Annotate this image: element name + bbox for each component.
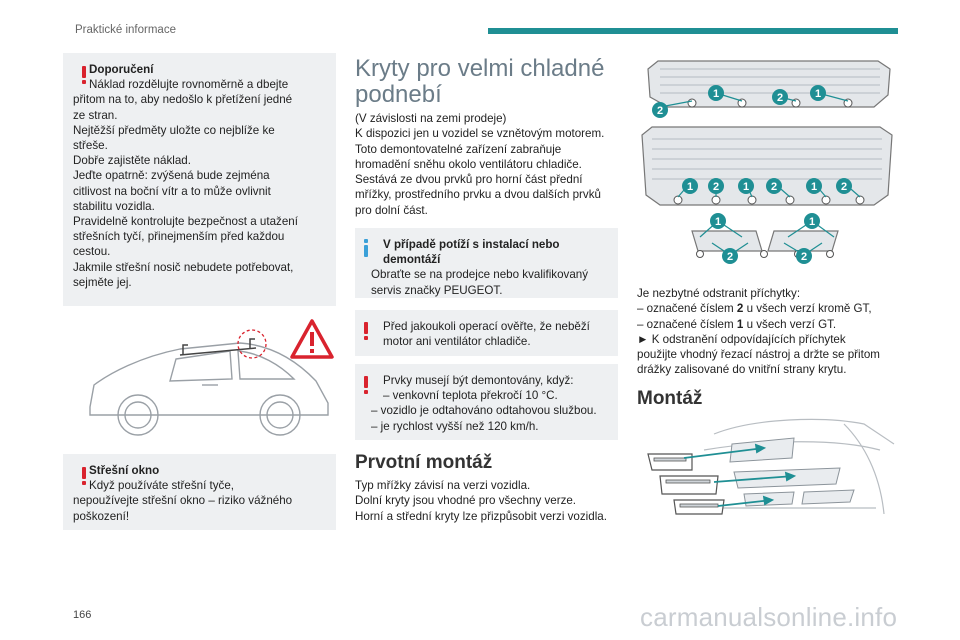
recommendation-line: citlivost na boční vítr a to může ovlivn… xyxy=(73,184,271,198)
clips-item: – označené číslem 2 u všech verzí kromě … xyxy=(637,302,872,316)
diagram-label-2: 2 xyxy=(657,105,663,117)
first-install-line: Dolní kryty jsou vhodné pro všechny verz… xyxy=(355,494,577,508)
recommendation-line: střeše. xyxy=(73,139,108,153)
roof-window-title: Střešní okno xyxy=(89,464,160,477)
warning-icon xyxy=(81,467,87,485)
info-icon xyxy=(363,239,369,257)
fan-warning-line: motor ani ventilátor chladiče. xyxy=(383,335,531,349)
recommendation-line: sejměte jej. xyxy=(73,275,132,289)
covers-body: (V závislosti na zemi prodeje) K dispozi… xyxy=(355,111,604,218)
clips-intro: Je nezbytné odstranit příchytky: xyxy=(637,287,801,300)
first-install-title: Prvotní montáž xyxy=(355,452,493,473)
roof-window-box: Střešní okno Když používáte střešní tyče… xyxy=(63,454,336,530)
removal-warning-line: – vozidlo je odtahováno odtahovou službo… xyxy=(371,404,597,418)
recommendation-line: Jeďte opatrně: zvýšená bude zejména xyxy=(73,169,270,183)
diagram-label-2: 2 xyxy=(801,251,807,263)
roof-window-line: Když používáte střešní tyče, xyxy=(89,479,234,493)
recommendation-line: stabilitu vozidla. xyxy=(73,199,155,213)
watermark: carmanualsonline.info xyxy=(640,602,898,632)
covers-line: Toto demontovatelné zařízení zabraňuje xyxy=(355,142,562,156)
diagram-label-1: 1 xyxy=(809,216,815,228)
recommendation-line: Dobře zajistěte náklad. xyxy=(73,154,191,168)
diagram-label-1: 1 xyxy=(815,88,821,100)
diagram-label-2: 2 xyxy=(713,181,719,193)
install-info-box: V případě potíží s instalací nebo demont… xyxy=(355,228,618,298)
recommendation-line: Jakmile střešní nosič nebudete potřebova… xyxy=(73,260,294,274)
clips-body: Je nezbytné odstranit příchytky: – označ… xyxy=(637,286,880,378)
first-install-line: Horní a střední kryty lze přizpůsobit ve… xyxy=(355,509,607,523)
diagram-label-1: 1 xyxy=(715,216,721,228)
install-info-line: servis značky PEUGEOT. xyxy=(371,283,503,297)
mounting-title: Montáž xyxy=(637,388,703,409)
removal-warning-line: Prvky musejí být demontovány, když: xyxy=(383,374,574,387)
header-accent-rule xyxy=(488,28,898,34)
diagram-label-1: 1 xyxy=(811,181,817,193)
grille-covers-diagram: 2 1 2 1 1 2 1 2 1 2 1 1 2 2 xyxy=(641,60,893,264)
first-install-body: Typ mřížky závisí na verzi vozidla. Doln… xyxy=(355,478,607,524)
covers-title: Kryty pro velmi chladné podnebí xyxy=(355,56,604,108)
header-title: Praktické informace xyxy=(75,24,176,36)
covers-title-line: podnebí xyxy=(355,81,442,108)
clips-step: ► K odstranění odpovídajících příchytek xyxy=(637,332,846,346)
warning-icon xyxy=(363,322,369,340)
covers-title-line: Kryty pro velmi chladné xyxy=(355,55,605,82)
recommendation-line: Nejtěžší předměty uložte co nejblíže ke xyxy=(73,123,275,137)
install-info-line: Obraťte se na prodejce nebo kvalifikovan… xyxy=(371,268,589,282)
fan-warning-box: Před jakoukoli operací ověřte, že neběží… xyxy=(355,310,618,356)
recommendation-line: Pravidelně kontrolujte bezpečnost a utaž… xyxy=(73,215,298,229)
recommendation-line: přitom na to, aby nedošlo k přetížení je… xyxy=(73,93,293,107)
recommendation-line: ze stran. xyxy=(73,108,118,122)
clips-step: drážky zalisované do vnitřní strany kryt… xyxy=(637,363,847,377)
covers-line: Sestává ze dvou prvků pro horní část pře… xyxy=(355,173,583,187)
roof-window-line: nepoužívejte střešní okno – riziko vážné… xyxy=(73,494,293,508)
recommendation-line: střešních tyčí, přinejmenším před každou xyxy=(73,230,285,244)
diagram-label-1: 1 xyxy=(687,181,693,193)
recommendation-title: Doporučení xyxy=(89,63,154,76)
install-info-title: demontáží xyxy=(383,253,441,267)
removal-warning-box: Prvky musejí být demontovány, když: – ve… xyxy=(355,364,618,440)
first-install-line: Typ mřížky závisí na verzi vozidla. xyxy=(355,479,531,492)
recommendation-line: cestou. xyxy=(73,245,111,259)
recommendation-line: Náklad rozdělujte rovnoměrně a dbejte xyxy=(89,78,289,92)
covers-line: hromadění sněhu okolo ventilátoru chladi… xyxy=(355,157,582,171)
recommendation-box: Doporučení Náklad rozdělujte rovnoměrně … xyxy=(63,53,336,306)
diagram-label-1: 1 xyxy=(713,88,719,100)
removal-warning-line: – je rychlost vyšší než 120 km/h. xyxy=(371,419,539,433)
warning-icon xyxy=(81,66,87,84)
mounting-illustration xyxy=(647,418,895,515)
install-info-title: V případě potíží s instalací nebo xyxy=(383,238,560,251)
diagram-label-1: 1 xyxy=(743,181,749,193)
removal-warning-line: – venkovní teplota překročí 10 °C. xyxy=(383,389,558,403)
car-roof-bars-illustration xyxy=(89,319,334,436)
warning-icon xyxy=(363,376,369,394)
covers-line: pro dolní část. xyxy=(355,203,428,217)
fan-warning-line: Před jakoukoli operací ověřte, že neběží xyxy=(383,320,590,333)
diagram-label-2: 2 xyxy=(841,181,847,193)
diagram-label-2: 2 xyxy=(727,251,733,263)
covers-line: K dispozici jen u vozidel se vznětovým m… xyxy=(355,127,605,141)
covers-line: (V závislosti na zemi prodeje) xyxy=(355,112,507,125)
diagram-label-2: 2 xyxy=(771,181,777,193)
covers-line: mřížky, prostředního prvku a dvou dalšíc… xyxy=(355,188,601,202)
diagram-label-2: 2 xyxy=(777,92,783,104)
clips-step: použijte vhodný řezací nástroj a držte s… xyxy=(637,348,880,362)
warning-triangle-icon xyxy=(290,319,334,359)
roof-window-line: poškození! xyxy=(73,509,130,523)
page-number: 166 xyxy=(73,609,92,621)
clips-item: – označené číslem 1 u všech verzí GT. xyxy=(637,317,837,331)
